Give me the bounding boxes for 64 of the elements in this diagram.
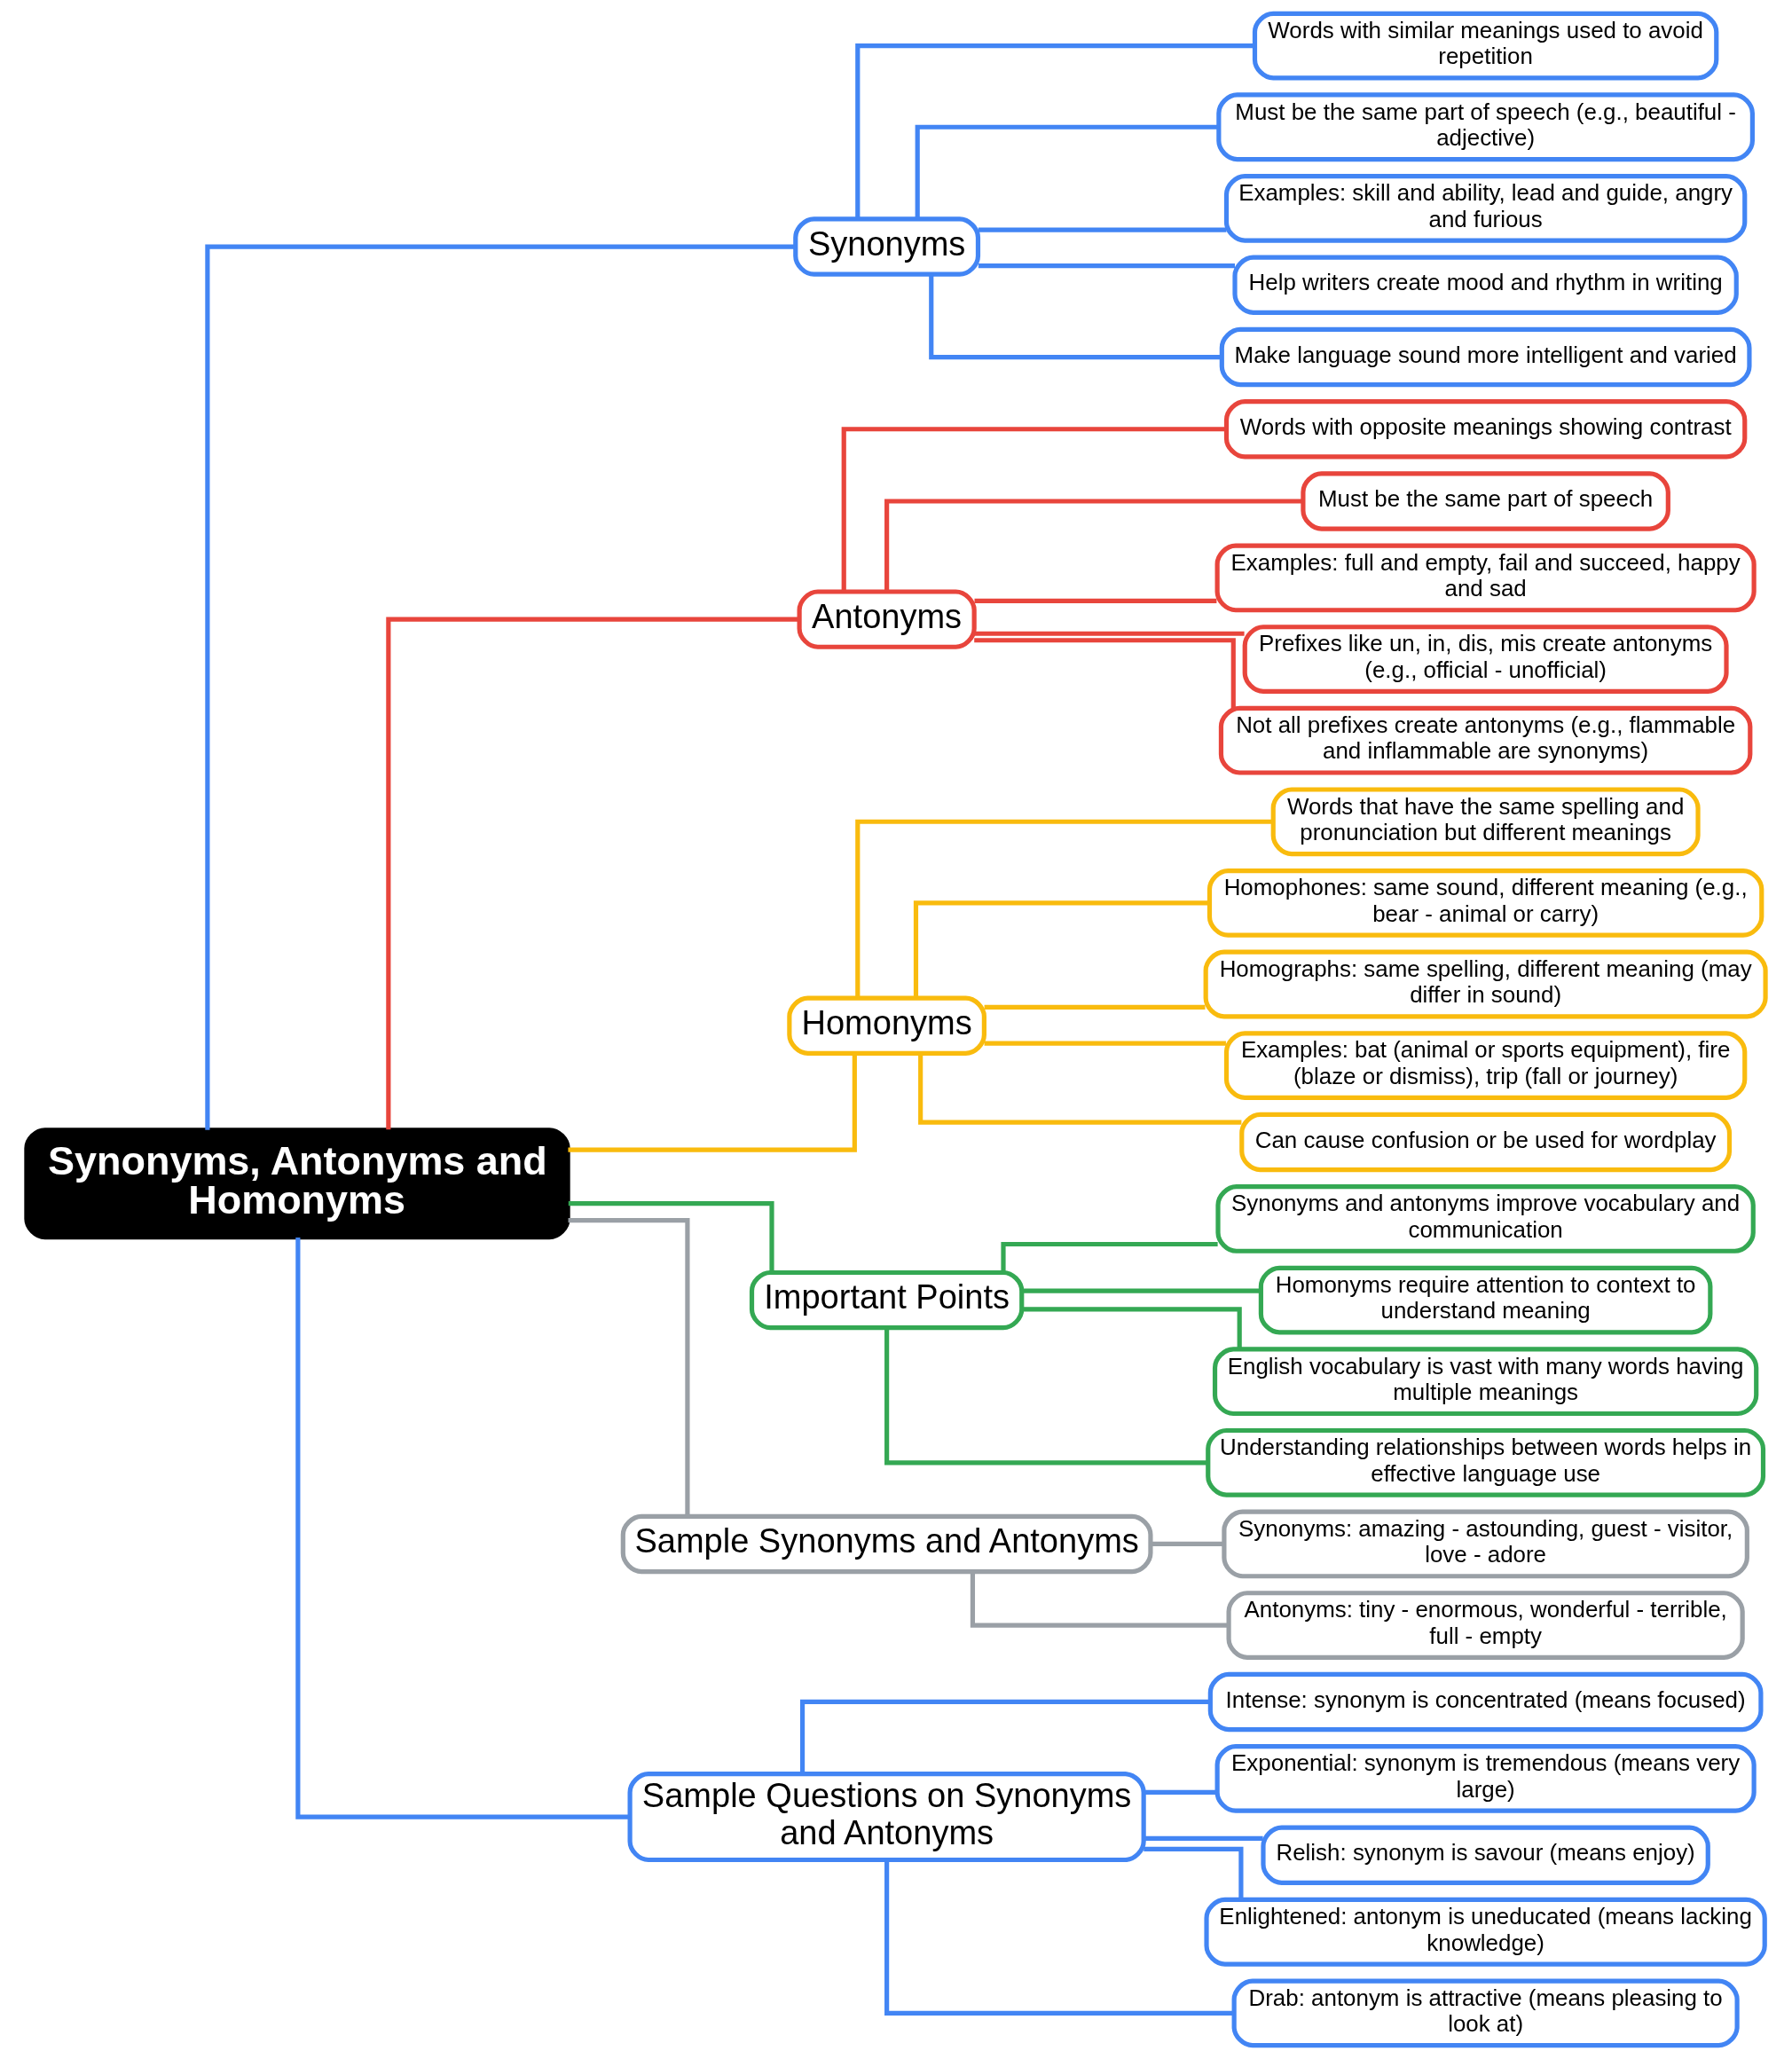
node-box: Synonyms [793,216,981,277]
connector [929,274,1222,360]
node-box: Enlightened: antonym is uneducated (means lacking knowledge) [1204,1897,1767,1967]
connector [205,244,796,1130]
node-box: Synonyms: amazing - astounding, guest - visitor, love - adore [1222,1509,1749,1579]
node-box: Examples: bat (animal or sports equipment), fire (blaze or dismiss), trip (fall or journey) [1223,1031,1748,1100]
node-box: Examples: skill and ability, lead and guide, angry and furious [1223,173,1748,243]
node-box: Homographs: same spelling, different meaning (may differ in sound) [1203,949,1768,1019]
node-box: Not all prefixes create antonyms (e.g., flammable and inflammable are synonyms) [1218,705,1753,775]
connector [841,427,1227,592]
connector [884,1859,1234,2016]
node-box: Words with opposite meanings showing contrast [1223,399,1748,460]
connector [386,617,799,1130]
node-box: Understanding relationships between words helps in effective language use [1206,1427,1766,1497]
connector [915,124,1219,219]
connector [978,227,1227,232]
node-box: Words with similar meanings used to avoid repetition [1252,11,1719,81]
connector [1144,1789,1217,1796]
node-box: Homonyms require attention to context to understand meaning [1258,1265,1713,1335]
connector [568,1218,690,1516]
connector [799,1699,1211,1774]
node-box: Sample Synonyms and Antonyms [620,1513,1153,1575]
node-box: Examples: full and empty, fail and succeed, happy and sad [1214,543,1757,613]
node-box: Important Points [749,1269,1025,1331]
connector [1151,1541,1224,1547]
node-box: Intense: synonym is concentrated (means focused) [1207,1671,1764,1733]
connector [978,263,1235,269]
node-box: English vocabulary is vast with many words having multiple meanings [1212,1347,1759,1417]
node-box: Homonyms [787,995,986,1056]
connector [568,1201,774,1273]
node-box: Help writers create mood and rhythm in writing [1232,255,1739,315]
connector [855,43,1255,219]
node-box: Words that have the same spelling and pronunciation but different meanings [1270,787,1701,857]
node-box: Exponential: synonym is tremendous (means very large) [1214,1744,1757,1813]
node-box: Make language sound more intelligent and varied [1219,326,1752,388]
node-box: Can cause confusion or be used for wordplay [1239,1112,1733,1173]
connector [1144,1835,1263,1841]
connector [855,819,1273,998]
connector [1144,1846,1244,1900]
node-box: Antonyms [797,589,977,649]
connector [974,631,1245,636]
connector [913,900,1210,998]
connector [918,1053,1242,1125]
connector [1021,1288,1261,1293]
node-box: Antonyms: tiny - enormous, wonderful - terrible, full - empty [1226,1591,1745,1660]
node-box: Sample Questions on Synonyms and Antonyms [627,1772,1146,1863]
connector [970,1571,1229,1628]
connector [974,598,1217,603]
connector [884,1328,1208,1466]
node-box: Must be the same part of speech [1301,471,1670,531]
connector [295,1238,630,1819]
node-box: Drab: antonym is attractive (means pleasing to look at) [1231,1978,1740,2048]
connector [1001,1241,1218,1273]
connector [974,638,1236,709]
node-box: Prefixes like un, in, dis, mis create antonyms (e.g., official - unofficial) [1242,625,1729,694]
connector [984,1004,1206,1010]
node-box: Must be the same part of speech (e.g., beautiful - adjective) [1216,92,1755,162]
node-box: Relish: synonym is savour (means enjoy) [1261,1825,1710,1886]
node-box: Synonyms, Antonyms and Homonyms [24,1128,570,1240]
connector [568,1053,857,1152]
node-box: Homophones: same sound, different meaning (e.g., bear - animal or carry) [1206,868,1764,938]
connector [884,499,1303,592]
node-box: Synonyms and antonyms improve vocabulary and communication [1215,1184,1756,1253]
connector [984,1041,1226,1046]
